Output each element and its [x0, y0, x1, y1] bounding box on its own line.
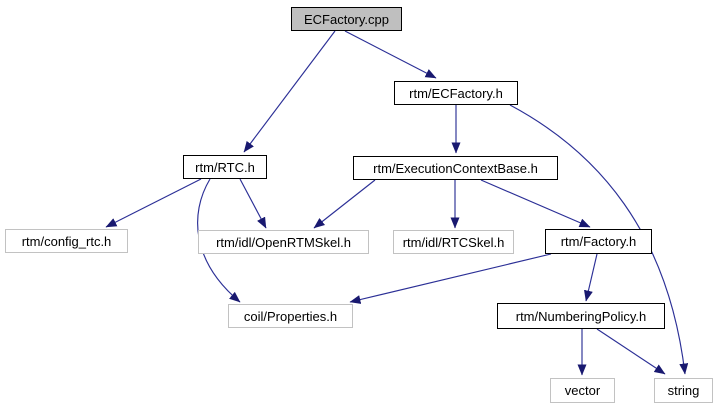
edge-rtm-rtc-h-to-rtm-config-rtc-h — [105, 178, 202, 228]
graph-node-rtm-numberingpolicy-h[interactable]: rtm/NumberingPolicy.h — [497, 303, 665, 329]
graph-node-label: string — [667, 383, 700, 398]
graph-node-label: rtm/NumberingPolicy.h — [515, 308, 647, 324]
graph-node-label: ECFactory.cpp — [303, 11, 389, 27]
graph-node-rtm-factory-h[interactable]: rtm/Factory.h — [545, 229, 652, 254]
graph-node-ecfactory-cpp: ECFactory.cpp — [291, 7, 402, 31]
graph-node-label: rtm/idl/OpenRTMSkel.h — [216, 234, 351, 250]
graph-node-label: rtm/Factory.h — [560, 234, 637, 249]
graph-node-rtm-idl-openrtmskel-h: rtm/idl/OpenRTMSkel.h — [198, 230, 369, 254]
edge-rtm-executioncontextbase-h-to-rtm-idl-openrtmskel-h — [313, 179, 376, 229]
graph-node-label: rtm/config_rtc.h — [21, 233, 112, 249]
graph-node-rtm-executioncontextbase-h[interactable]: rtm/ExecutionContextBase.h — [353, 156, 558, 180]
graph-node-label: rtm/idl/RTCSkel.h — [402, 234, 505, 250]
edge-rtm-ecfactory-h-to-string — [509, 104, 689, 375]
graph-node-label: vector — [564, 383, 601, 398]
graph-node-string: string — [654, 378, 713, 403]
graph-node-label: rtm/RTC.h — [195, 159, 255, 175]
edge-rtm-factory-h-to-rtm-numberingpolicy-h — [584, 253, 598, 302]
graph-node-label: rtm/ECFactory.h — [409, 85, 503, 101]
edge-ecfactory-cpp-to-rtm-rtc-h — [243, 30, 336, 153]
graph-node-vector: vector — [550, 378, 615, 403]
edge-rtm-factory-h-to-coil-properties-h — [349, 253, 552, 304]
graph-node-rtm-config-rtc-h: rtm/config_rtc.h — [5, 229, 128, 253]
graph-node-label: coil/Properties.h — [243, 308, 338, 324]
edge-rtm-numberingpolicy-h-to-string — [596, 328, 666, 375]
edge-rtm-executioncontextbase-h-to-rtm-factory-h — [480, 179, 591, 228]
graph-node-coil-properties-h: coil/Properties.h — [228, 304, 353, 328]
graph-node-rtm-idl-rtcskel-h: rtm/idl/RTCSkel.h — [393, 230, 514, 254]
graph-node-label: rtm/ExecutionContextBase.h — [373, 160, 538, 176]
edge-ecfactory-cpp-to-rtm-ecfactory-h — [344, 30, 437, 79]
graph-node-rtm-rtc-h[interactable]: rtm/RTC.h — [183, 155, 267, 179]
graph-node-rtm-ecfactory-h[interactable]: rtm/ECFactory.h — [394, 81, 518, 105]
edge-rtm-rtc-h-to-rtm-idl-openrtmskel-h — [239, 178, 267, 229]
